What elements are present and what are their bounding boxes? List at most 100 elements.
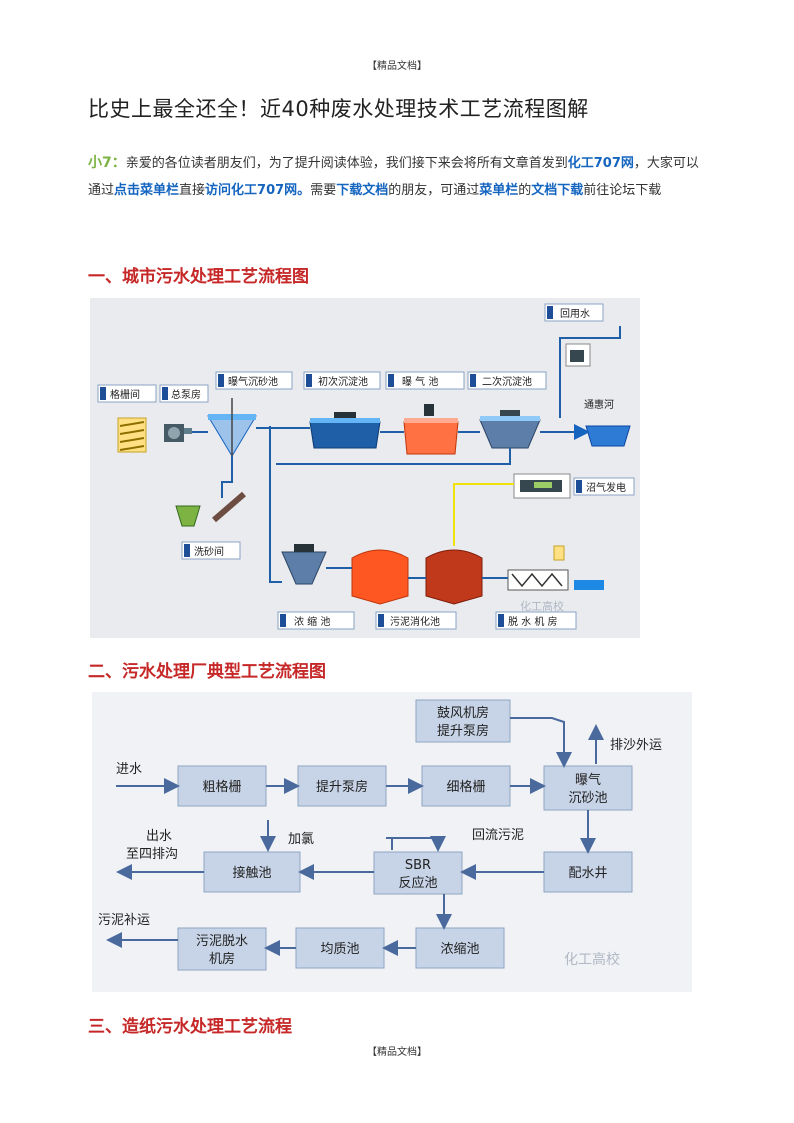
svg-text:初次沉淀池: 初次沉淀池 bbox=[318, 375, 368, 388]
svg-text:机房: 机房 bbox=[209, 951, 235, 967]
label-sand-washing: 洗砂间 bbox=[181, 541, 241, 560]
primary-clarifier-tank bbox=[309, 412, 381, 449]
intro-text: 的 bbox=[518, 183, 532, 198]
node-lift-pump: 提升泵房 bbox=[297, 765, 387, 807]
node-contact-tank: 接触池 bbox=[203, 851, 301, 893]
node-fine-screen: 细格栅 bbox=[421, 765, 511, 807]
label-thickener: 浓 缩 池 bbox=[277, 611, 355, 630]
label-chlorine: 加氯 bbox=[288, 832, 314, 847]
svg-text:总泵房: 总泵房 bbox=[171, 388, 201, 401]
intro-highlight-doc-download: 文档下载 bbox=[531, 183, 584, 198]
svg-text:粗格栅: 粗格栅 bbox=[202, 779, 241, 795]
svg-text:曝气沉砂池: 曝气沉砂池 bbox=[228, 375, 278, 388]
label-screen-room: 格栅间 bbox=[97, 384, 157, 403]
flow-arrows bbox=[106, 717, 604, 956]
intro-link-menu[interactable]: 点击菜单栏 bbox=[114, 183, 180, 198]
pump-icon bbox=[164, 424, 192, 442]
svg-text:接触池: 接触池 bbox=[232, 865, 271, 881]
intro-text: 前往论坛下载 bbox=[583, 183, 662, 198]
label-grit-chamber: 曝气沉砂池 bbox=[215, 371, 293, 390]
svg-text:均质池: 均质池 bbox=[320, 942, 359, 957]
bar-screen-icon bbox=[117, 417, 147, 453]
node-coarse-screen: 粗格栅 bbox=[177, 765, 267, 807]
label-secondary-clarifier: 二次沉淀池 bbox=[467, 371, 547, 390]
node-blower-room: 鼓风机房 提升泵房 bbox=[415, 699, 511, 743]
svg-text:鼓风机房: 鼓风机房 bbox=[437, 705, 489, 721]
label-reuse-water: 回用水 bbox=[544, 303, 604, 322]
process-piping bbox=[192, 326, 621, 583]
biogas-pipe bbox=[453, 483, 514, 546]
svg-text:曝气: 曝气 bbox=[575, 772, 601, 788]
svg-text:细格栅: 细格栅 bbox=[446, 779, 485, 795]
svg-text:脱 水 机 房: 脱 水 机 房 bbox=[508, 615, 558, 628]
svg-text:沼气发电: 沼气发电 bbox=[586, 481, 626, 494]
intro-text: 亲爱的各位读者朋友们，为了提升阅读体验，我们接下来会将所有文章首发到 bbox=[125, 156, 568, 171]
node-sludge-dewatering: 污泥脱水 机房 bbox=[177, 927, 267, 971]
document-title: 比史上最全还全！近40种废水处理技术工艺流程图解 bbox=[88, 97, 589, 121]
label-outflow-1: 出水 bbox=[146, 829, 172, 844]
section-heading-1: 一、城市污水处理工艺流程图 bbox=[88, 267, 309, 287]
node-distribution-well: 配水井 bbox=[543, 851, 633, 893]
node-sbr-reactor: SBR 反应池 bbox=[373, 851, 463, 895]
watermark-logo: 化工高校 bbox=[564, 951, 620, 968]
label-inflow: 进水 bbox=[116, 762, 142, 777]
label-dewatering-room: 脱 水 机 房 bbox=[495, 611, 577, 630]
section-heading-3: 三、造纸污水处理工艺流程 bbox=[88, 1017, 292, 1037]
label-sand-out: 排沙外运 bbox=[610, 738, 662, 753]
urban-wastewater-diagram: 回用水 格栅间 总泵房 曝气沉砂池 初次沉淀池 曝 气 池 二次沉淀池 沼气发电 bbox=[90, 298, 640, 638]
label-primary-clarifier: 初次沉淀池 bbox=[303, 371, 381, 390]
svg-text:沉砂池: 沉砂池 bbox=[568, 791, 607, 806]
label-outflow-2: 至四排沟 bbox=[126, 847, 178, 862]
section-heading-2: 二、污水处理厂典型工艺流程图 bbox=[88, 662, 326, 682]
label-sludge-digester: 污泥消化池 bbox=[375, 611, 457, 630]
svg-text:提升泵房: 提升泵房 bbox=[316, 779, 368, 795]
watermark-logo: 化工高校 bbox=[520, 599, 564, 613]
svg-text:二次沉淀池: 二次沉淀池 bbox=[482, 375, 532, 388]
svg-text:污泥消化池: 污泥消化池 bbox=[390, 615, 440, 628]
svg-text:配水井: 配水井 bbox=[568, 866, 607, 881]
sludge-digester-2 bbox=[425, 549, 483, 605]
thickener-tank bbox=[281, 544, 327, 585]
sludge-digester-1 bbox=[351, 549, 409, 605]
svg-text:曝 气 池: 曝 气 池 bbox=[402, 375, 438, 388]
aeration-tank bbox=[403, 404, 459, 455]
svg-text:格栅间: 格栅间 bbox=[110, 388, 140, 401]
svg-text:回用水: 回用水 bbox=[560, 308, 590, 320]
page-header: 【精品文档】 bbox=[367, 61, 427, 72]
intro-highlight-menubar: 菜单栏 bbox=[479, 183, 519, 198]
label-return-sludge: 回流污泥 bbox=[472, 828, 524, 843]
grit-chamber-tank bbox=[207, 398, 257, 457]
biogas-generator-icon bbox=[513, 473, 571, 499]
intro-text: 直接 bbox=[179, 183, 206, 198]
svg-text:SBR: SBR bbox=[405, 858, 431, 873]
intro-text: 的朋友，可通过 bbox=[388, 183, 480, 198]
reuse-pump-icon bbox=[565, 343, 591, 367]
sand-washer-icon bbox=[175, 491, 246, 527]
svg-text:洗砂间: 洗砂间 bbox=[194, 545, 224, 558]
river-basin bbox=[585, 425, 631, 447]
intro-text: ，大家可以通过 bbox=[88, 156, 699, 198]
node-aerated-grit: 曝气 沉砂池 bbox=[543, 765, 633, 811]
svg-text:提升泵房: 提升泵房 bbox=[437, 723, 489, 739]
intro-link-site[interactable]: 化工707网 bbox=[567, 156, 634, 171]
intro-text: 需要 bbox=[310, 183, 337, 198]
svg-text:污泥脱水: 污泥脱水 bbox=[196, 934, 248, 949]
intro-highlight-download: 下载文档 bbox=[336, 183, 389, 198]
node-equalization-tank: 均质池 bbox=[295, 927, 385, 969]
label-sludge-out: 污泥补运 bbox=[98, 913, 150, 928]
svg-text:浓缩池: 浓缩池 bbox=[440, 941, 479, 957]
label-biogas-power: 沼气发电 bbox=[573, 477, 635, 496]
page-footer: 【精品文档】 bbox=[367, 1047, 427, 1058]
intro-link-visit[interactable]: 访问化工707网。 bbox=[205, 183, 311, 198]
intro-lead: 小7： bbox=[88, 155, 126, 171]
typical-plant-diagram: 鼓风机房 提升泵房 粗格栅 提升泵房 细格栅 曝气 沉砂池 接触池 SBR 反应… bbox=[92, 692, 692, 992]
dewatering-machine-icon bbox=[507, 545, 604, 591]
label-river: 通惠河 bbox=[584, 398, 614, 411]
svg-text:反应池: 反应池 bbox=[398, 875, 437, 891]
secondary-clarifier-tank bbox=[479, 410, 541, 449]
node-thickener: 浓缩池 bbox=[415, 927, 505, 969]
svg-text:浓 缩 池: 浓 缩 池 bbox=[294, 615, 330, 628]
label-aeration-tank: 曝 气 池 bbox=[385, 371, 465, 390]
label-pump-room: 总泵房 bbox=[159, 384, 209, 403]
intro-paragraph: 小7：亲爱的各位读者朋友们，为了提升阅读体验，我们接下来会将所有文章首发到化工7… bbox=[88, 150, 706, 204]
